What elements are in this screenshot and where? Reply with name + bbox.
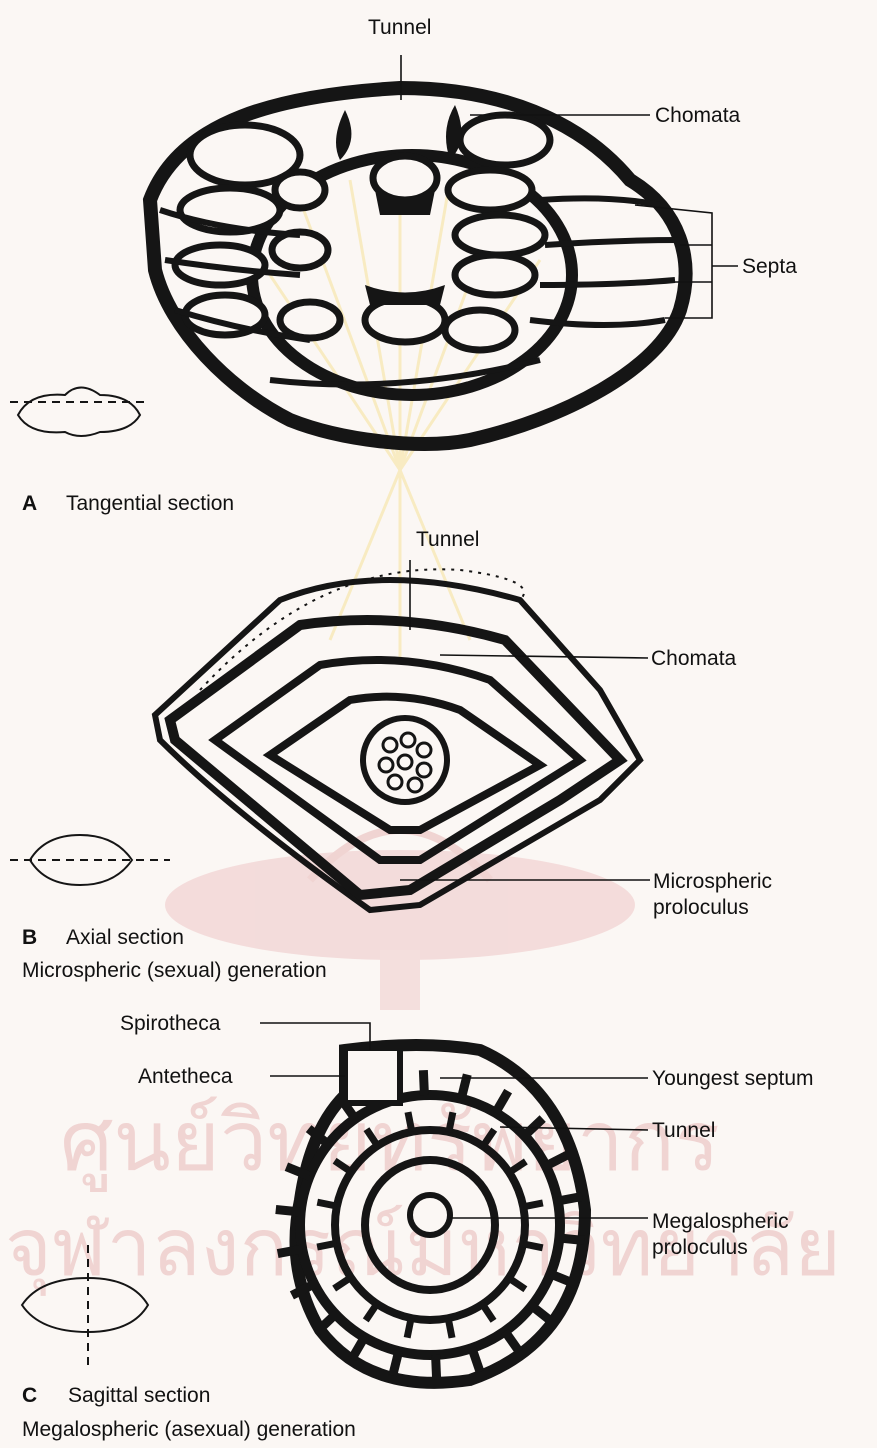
septum-tooth (276, 1210, 301, 1212)
label-antetheca: Antetheca (138, 1065, 233, 1088)
label-microspheric-1: Microspheric (653, 870, 772, 893)
label-chomata-b: Chomata (651, 647, 737, 670)
label-youngest-septum: Youngest septum (652, 1067, 814, 1090)
panel-b-caption: Axial section (66, 926, 184, 949)
septum-tooth (407, 1318, 411, 1338)
panel-b-caption-2: Microspheric (sexual) generation (22, 959, 327, 982)
panel-c-caption: Sagittal section (68, 1384, 210, 1407)
orientation-icon-tangential (10, 388, 150, 437)
label-septa: Septa (742, 255, 797, 278)
septum-tooth (532, 1306, 552, 1322)
septum-tooth (449, 1112, 453, 1132)
septum-tooth (423, 1070, 424, 1095)
axial-section-drawing (155, 569, 640, 910)
septum-tooth (448, 1318, 452, 1338)
panel-a-caption: Tangential section (66, 492, 234, 515)
septum-tooth (523, 1203, 543, 1207)
tangential-section-drawing (150, 88, 686, 444)
label-spirotheca: Spirotheca (120, 1012, 221, 1035)
panel-c-caption-2: Megalospheric (asexual) generation (22, 1418, 356, 1441)
label-tunnel-b: Tunnel (416, 528, 479, 551)
label-megalospheric-2: proloculus (652, 1236, 748, 1259)
septum-tooth (317, 1202, 337, 1206)
panel-b-letter: B (22, 926, 37, 949)
label-microspheric-2: proloculus (653, 896, 749, 919)
septum-tooth (352, 1337, 365, 1359)
label-chomata-a: Chomata (655, 104, 741, 127)
septum-tooth (317, 1243, 337, 1247)
orientation-icon-axial (10, 835, 170, 885)
panel-a-letter: A (22, 492, 37, 515)
septum-tooth (559, 1238, 584, 1240)
septum-tooth (505, 1331, 519, 1351)
septum-tooth (317, 1314, 335, 1331)
septum-tooth (523, 1244, 543, 1248)
label-tunnel-c: Tunnel (652, 1119, 715, 1142)
septum-tooth (472, 1348, 480, 1372)
panel-c-letter: C (22, 1384, 37, 1407)
septum-tooth (366, 1304, 377, 1321)
label-megalospheric-1: Megalospheric (652, 1210, 789, 1233)
septum-tooth (482, 1304, 493, 1321)
panel-a: Tunnel Chomata Septa A Tangential sectio… (10, 16, 797, 515)
septum-tooth (278, 1249, 303, 1254)
septum-tooth (558, 1196, 583, 1201)
label-tunnel-a: Tunnel (368, 16, 431, 39)
septum-tooth (408, 1112, 412, 1132)
septum-tooth (393, 1351, 399, 1375)
septum-tooth (436, 1355, 437, 1380)
